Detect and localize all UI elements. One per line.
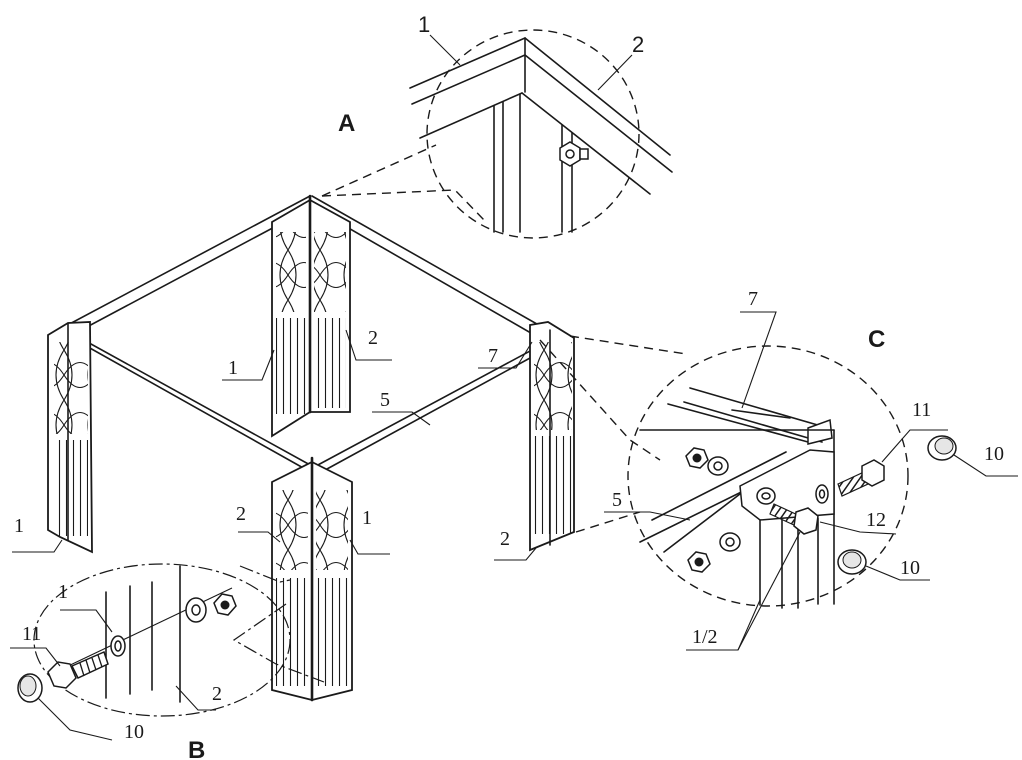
gazebo-frame: [47, 194, 575, 702]
label-bracket-7: 7: [488, 345, 498, 367]
detail-c-nut-top-icon: [685, 447, 709, 469]
detail-b-foot-cap-icon: [17, 673, 43, 703]
detail-c-label-10-bottom: 10: [900, 557, 920, 579]
detail-b-label-11: 11: [22, 623, 41, 645]
back-post: [271, 194, 351, 438]
detail-c-foot-cap-top-icon: [927, 435, 957, 461]
detail-c-label-11: 11: [912, 399, 931, 421]
left-post: [47, 321, 93, 554]
detail-a-label-1: 1: [418, 12, 430, 37]
label-beam-5: 5: [380, 389, 390, 411]
detail-a-nut-icon: [559, 141, 589, 167]
main-labels: 1 2 7 5 1 2 1 2: [12, 327, 537, 561]
detail-c: 7 5 11 10 12 10 1/2: [539, 288, 1018, 651]
detail-c-label-7: 7: [748, 288, 758, 310]
detail-b-nut-icon: [213, 593, 237, 616]
detail-label-b: B: [188, 737, 205, 760]
detail-c-label-1-2: 1/2: [692, 626, 718, 648]
detail-label-c: C: [868, 326, 885, 353]
detail-c-label-10-top: 10: [984, 443, 1004, 465]
detail-b-washer-icon: [110, 635, 126, 657]
detail-c-bolt-11-icon: [837, 459, 885, 497]
detail-label-a: A: [338, 110, 355, 137]
label-front-post-1: 1: [362, 507, 372, 529]
label-left-post-1: 1: [14, 515, 24, 537]
label-back-post-1: 1: [228, 357, 238, 379]
detail-c-washer-bottom-icon: [719, 532, 741, 552]
detail-a-label-2: 2: [632, 32, 644, 57]
right-post: [529, 321, 575, 552]
detail-b-ellipse: [33, 563, 291, 717]
label-back-post-2: 2: [368, 327, 378, 349]
detail-c-label-5: 5: [612, 489, 622, 511]
detail-a: 1 2: [321, 12, 673, 239]
detail-c-washer-mid-icon: [756, 487, 776, 505]
detail-c-nut-bottom-icon: [687, 551, 711, 573]
detail-c-washer-top-icon: [707, 456, 729, 476]
detail-a-circle: [426, 29, 640, 239]
detail-b-label-10: 10: [124, 721, 144, 743]
detail-b-label-1: 1: [58, 581, 68, 603]
detail-c-circle: [627, 345, 909, 607]
front-post: [271, 456, 353, 702]
label-right-post-2: 2: [500, 528, 510, 550]
detail-c-washer-right-icon: [815, 484, 829, 504]
detail-c-foot-cap-bottom-icon: [837, 549, 867, 575]
detail-b: 1 11 2 10: [10, 563, 325, 743]
detail-c-bolt-12-icon: [769, 503, 819, 535]
detail-b-washer-2-icon: [185, 597, 207, 623]
label-front-post-2: 2: [236, 503, 246, 525]
detail-b-bolt-icon: [47, 650, 109, 689]
detail-c-label-12: 12: [866, 509, 886, 531]
detail-b-label-2: 2: [212, 683, 222, 705]
